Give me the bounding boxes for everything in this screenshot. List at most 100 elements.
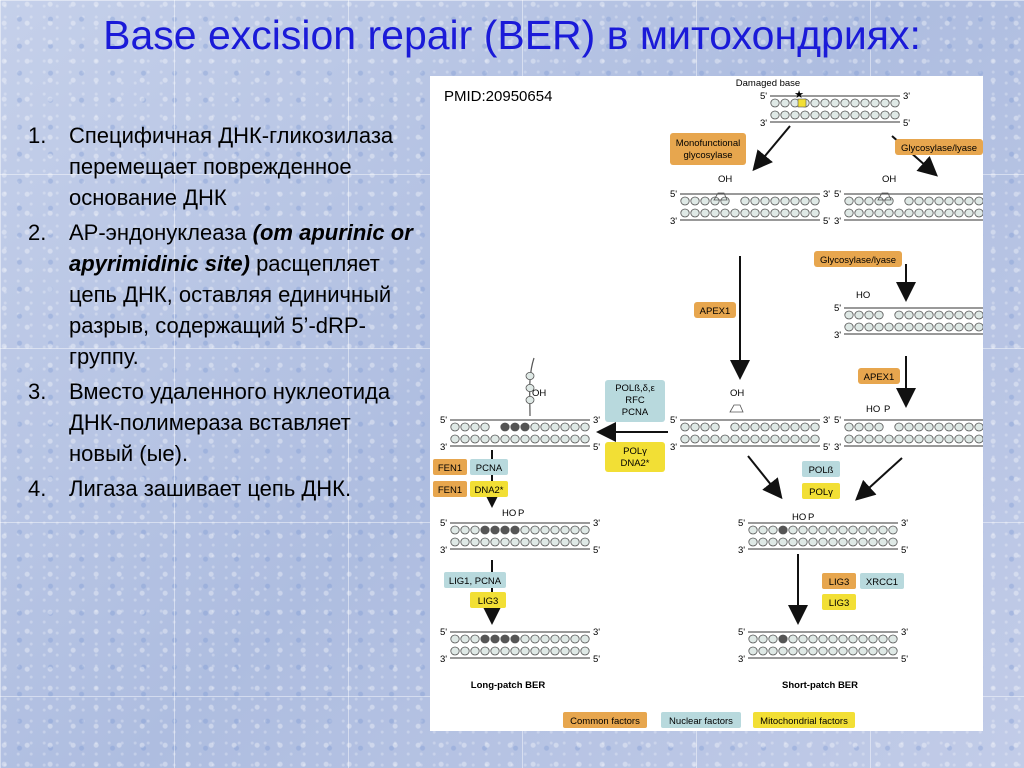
glycosylase-lyase-box-top: Glycosylase/lyase bbox=[895, 139, 983, 155]
xrcc1-box: XRCC1 bbox=[860, 573, 904, 589]
step-item-2: 2. AP-эндонуклеаза (от apurinic or apyri… bbox=[28, 217, 418, 372]
polg-box: POLγ bbox=[802, 483, 840, 499]
pol-nuclear-line1: POLß,δ,ε bbox=[615, 383, 655, 394]
step-text-tail: расщепляет цепь ДНК, оставляя единичный … bbox=[69, 251, 392, 369]
lig1-pcna-box: LIG1, PCNA bbox=[444, 572, 506, 588]
pcna-a-label: PCNA bbox=[476, 463, 503, 474]
strand-5-end-label: 5' bbox=[593, 654, 600, 665]
oh-label-1: OH bbox=[718, 174, 732, 185]
step-item-1: 1. Специфичная ДНК-гликозилаза перемещае… bbox=[28, 120, 418, 213]
strand-3-end-label: 3' bbox=[823, 189, 830, 200]
step-text: Вместо удаленного нуклеотида ДНК-полимер… bbox=[69, 379, 391, 466]
flap-nucleotide bbox=[525, 395, 535, 404]
sugar-ring bbox=[877, 192, 892, 201]
pol-mito-line1: POLγ bbox=[623, 446, 647, 457]
legend-nuclear-label: Nuclear factors bbox=[669, 716, 733, 727]
strand-5-end-label: 5' bbox=[901, 545, 908, 556]
lig3-box-right-a: LIG3 bbox=[822, 573, 856, 589]
strand-5-end-label: 5' bbox=[901, 654, 908, 665]
glyco-lyase-top-label: Glycosylase/lyase bbox=[901, 143, 977, 154]
strand-5-end-label: 5' bbox=[440, 518, 447, 529]
ho-label-2: HO bbox=[866, 404, 880, 415]
lig3-right-b-label: LIG3 bbox=[829, 598, 850, 609]
strand-3-end-label: 3' bbox=[440, 442, 447, 453]
step-number: 2. bbox=[28, 220, 47, 245]
strand-3-end-label: 3' bbox=[834, 442, 841, 453]
polb-label: POLß bbox=[809, 465, 834, 476]
strand-3-end-label: 3' bbox=[903, 91, 910, 102]
xrcc1-label: XRCC1 bbox=[866, 577, 898, 588]
dna-incised-right: 5'3'3'5' bbox=[834, 415, 983, 453]
glycosylase-lyase-box-mid: Glycosylase/lyase bbox=[814, 251, 902, 267]
repair-steps-list: 1. Специфичная ДНК-гликозилаза перемещае… bbox=[28, 120, 418, 508]
fen1-box-b: FEN1 bbox=[433, 481, 467, 497]
arrow-to-monofunctional bbox=[752, 125, 791, 172]
damaged-base-marker bbox=[797, 98, 807, 108]
mito-polymerase-box: POLγ DNA2* bbox=[605, 442, 665, 472]
strand-5-end-label: 5' bbox=[738, 518, 745, 529]
strand-3-end-label: 3' bbox=[440, 654, 447, 665]
apex1-box-left: APEX1 bbox=[694, 302, 736, 318]
arrow-to-short-patch-left bbox=[747, 455, 783, 500]
strand-5-end-label: 5' bbox=[593, 442, 600, 453]
fen1-a-label: FEN1 bbox=[438, 463, 462, 474]
legend-nuclear: Nuclear factors bbox=[661, 712, 741, 728]
fen1-box-a: FEN1 bbox=[433, 459, 467, 475]
lig3-left-label: LIG3 bbox=[478, 596, 499, 607]
dna-long-patch-filled: 5'3'3'5' bbox=[440, 518, 600, 556]
lig3-box-right-b: LIG3 bbox=[822, 594, 856, 610]
step-text: Лигаза зашивает цепь ДНК. bbox=[69, 476, 352, 501]
strand-3-end-label: 3' bbox=[670, 216, 677, 227]
ber-pathway-figure: PMID:20950654 5'3'3'5'5'3'3'5'5'3'3'5'5'… bbox=[430, 76, 983, 731]
dna-short-patch-filled: 5' 3' 3' 5' bbox=[738, 518, 908, 556]
glyco-lyase-mid-label: Glycosylase/lyase bbox=[820, 255, 896, 266]
step-number: 1. bbox=[28, 123, 47, 148]
ho-label-1: HO bbox=[856, 290, 870, 301]
apex1-box-right: APEX1 bbox=[858, 368, 900, 384]
dna-lyase-product: 5'3'3'5' bbox=[834, 303, 983, 341]
step-item-4: 4. Лигаза зашивает цепь ДНК. bbox=[28, 473, 418, 504]
strand-5-end-label: 5' bbox=[670, 415, 677, 426]
p-label-1: P bbox=[884, 404, 890, 415]
step-text: Специфичная ДНК-гликозилаза перемещает п… bbox=[69, 123, 394, 210]
long-patch-label: Long-patch BER bbox=[471, 680, 546, 691]
p-label-2: P bbox=[808, 512, 814, 523]
dna2-b-label: DNA2* bbox=[474, 485, 503, 496]
p-label-3: P bbox=[518, 508, 524, 519]
ho-label-3: HO bbox=[792, 512, 806, 523]
step-number: 4. bbox=[28, 476, 47, 501]
oh-label-2: OH bbox=[882, 174, 896, 185]
oh-label-4: OH bbox=[532, 388, 546, 399]
strand-3-end-label: 3' bbox=[901, 518, 908, 529]
strand-3-end-label: 3' bbox=[440, 545, 447, 556]
strand-3-end-label: 3' bbox=[834, 216, 841, 227]
monofunctional-glycosylase-box: Monofunctional glycosylase bbox=[670, 133, 746, 165]
pol-nuclear-line3: PCNA bbox=[622, 407, 649, 418]
sugar-ring bbox=[713, 192, 728, 201]
lig1-pcna-label: LIG1, PCNA bbox=[449, 576, 502, 587]
dna2-box-b: DNA2* bbox=[470, 481, 508, 497]
strand-3-end-label: 3' bbox=[593, 415, 600, 426]
legend-mito: Mitochondrial factors bbox=[753, 712, 855, 728]
polg-label: POLγ bbox=[809, 487, 833, 498]
strand-5-end-label: 5' bbox=[593, 545, 600, 556]
dna-incised-left: 5'3'3'5' bbox=[670, 415, 830, 453]
strand-5-end-label: 5' bbox=[903, 118, 910, 129]
mono-glyco-line1: Monofunctional bbox=[676, 138, 740, 149]
lig3-right-a-label: LIG3 bbox=[829, 577, 850, 588]
dna-short-patch-ligated: 5'3'3'5' bbox=[738, 627, 908, 665]
strand-5-end-label: 5' bbox=[834, 415, 841, 426]
strand-3-end-label: 3' bbox=[738, 654, 745, 665]
strand-5-end-label: 5' bbox=[440, 627, 447, 638]
strand-5-end-label: 5' bbox=[834, 303, 841, 314]
sugar-ring bbox=[729, 404, 744, 413]
apex1-left-label: APEX1 bbox=[700, 306, 731, 317]
legend-common: Common factors bbox=[563, 712, 647, 728]
flap-nucleotide bbox=[525, 383, 535, 392]
fen1-b-label: FEN1 bbox=[438, 485, 462, 496]
strand-3-end-label: 3' bbox=[738, 545, 745, 556]
strand-5-end-label: 5' bbox=[738, 627, 745, 638]
dna-damaged: 5'3'3'5' bbox=[760, 91, 910, 129]
mono-glyco-line2: glycosylase bbox=[683, 150, 732, 161]
dna-ap-site-left: 5'3'3'5' bbox=[670, 189, 830, 227]
